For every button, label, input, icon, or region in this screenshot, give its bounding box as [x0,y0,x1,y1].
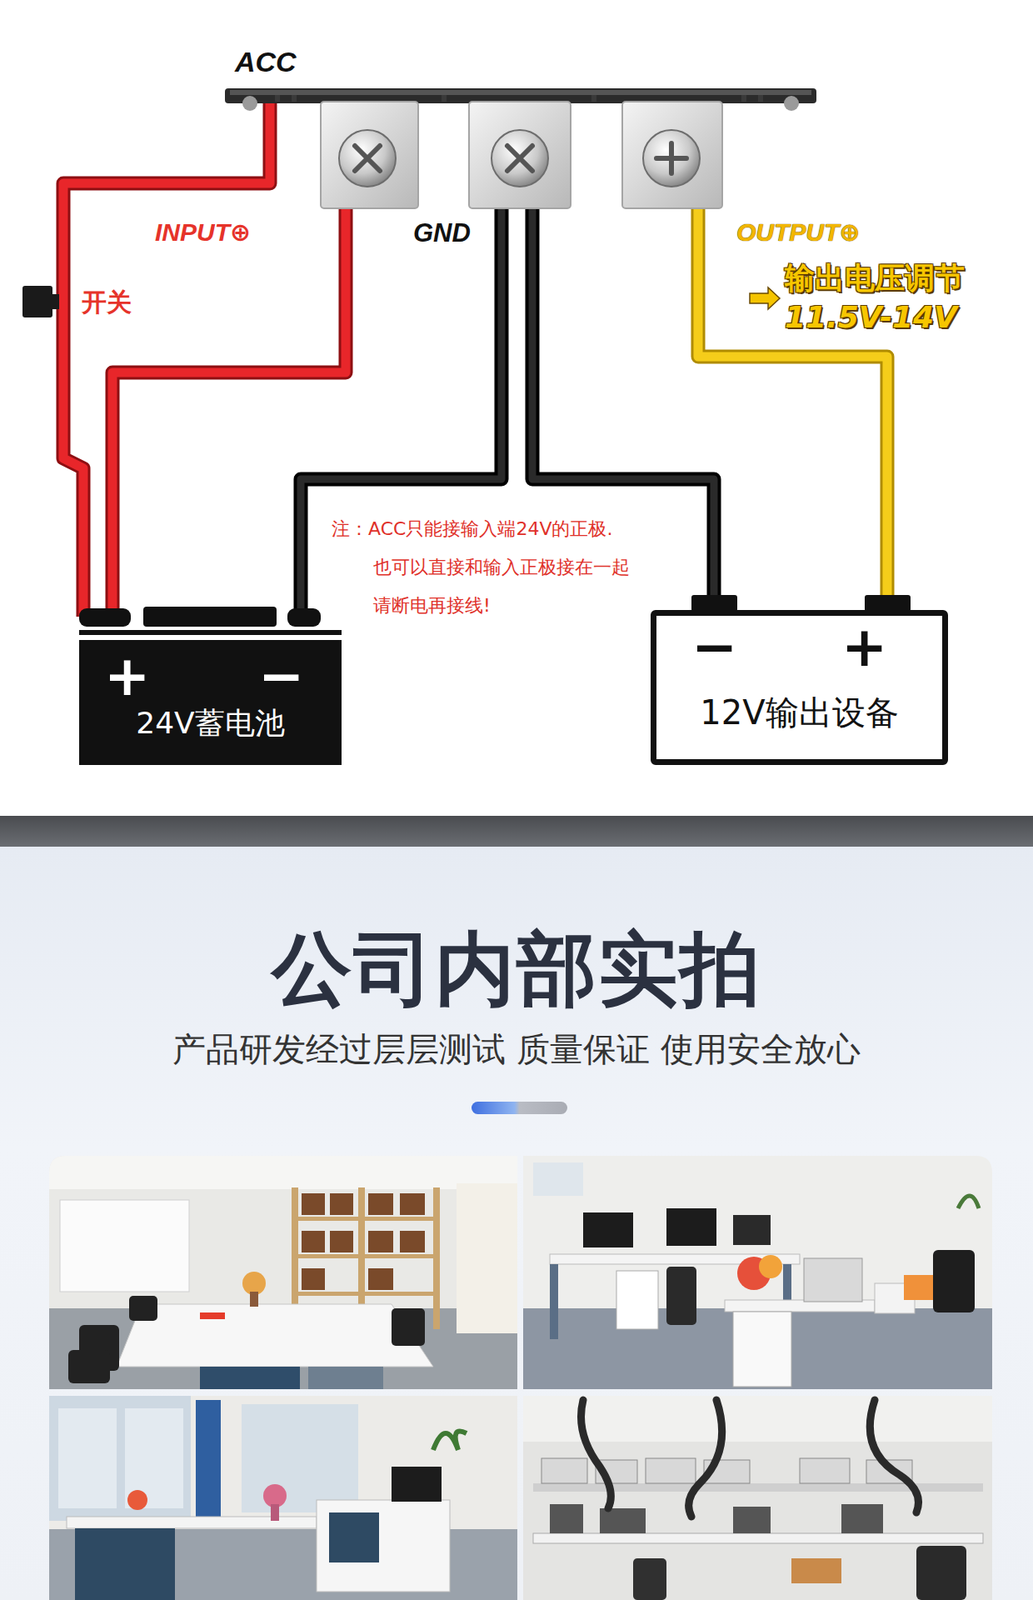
note-text: 也可以直接和输入正极接在一起 [373,556,630,578]
polarity-sign: + [104,646,150,708]
terminal-label: INPUT⊕ [154,218,251,248]
subtitle: 产品研发经过层层测试 质量保证 使用安全放心 [0,1029,1033,1068]
voltage-range: 11.5V-14V [784,299,958,335]
terminal-label: ACC [234,45,297,79]
section-title: 公司内部实拍 [0,923,1033,1015]
polarity-sign: − [258,646,305,708]
switch-label: 开关 [81,288,132,318]
polarity-sign: + [841,617,888,679]
battery-24v: + −24V蓄电池 [79,639,342,765]
polarity-sign: − [691,617,738,679]
output-device: − +12V输出设备 [650,609,949,765]
terminal-label: OUTPUT⊕ [736,218,860,248]
terminal-label: GND [413,218,471,249]
battery-label: 24V蓄电池 [79,706,342,740]
adjust-label: 输出电压调节 [784,260,965,295]
device-label: 12V输出设备 [656,693,943,731]
note-text: 请断电再接线! [373,594,491,616]
note-text: 注：ACC只能接输入端24V的正极. [331,518,613,539]
